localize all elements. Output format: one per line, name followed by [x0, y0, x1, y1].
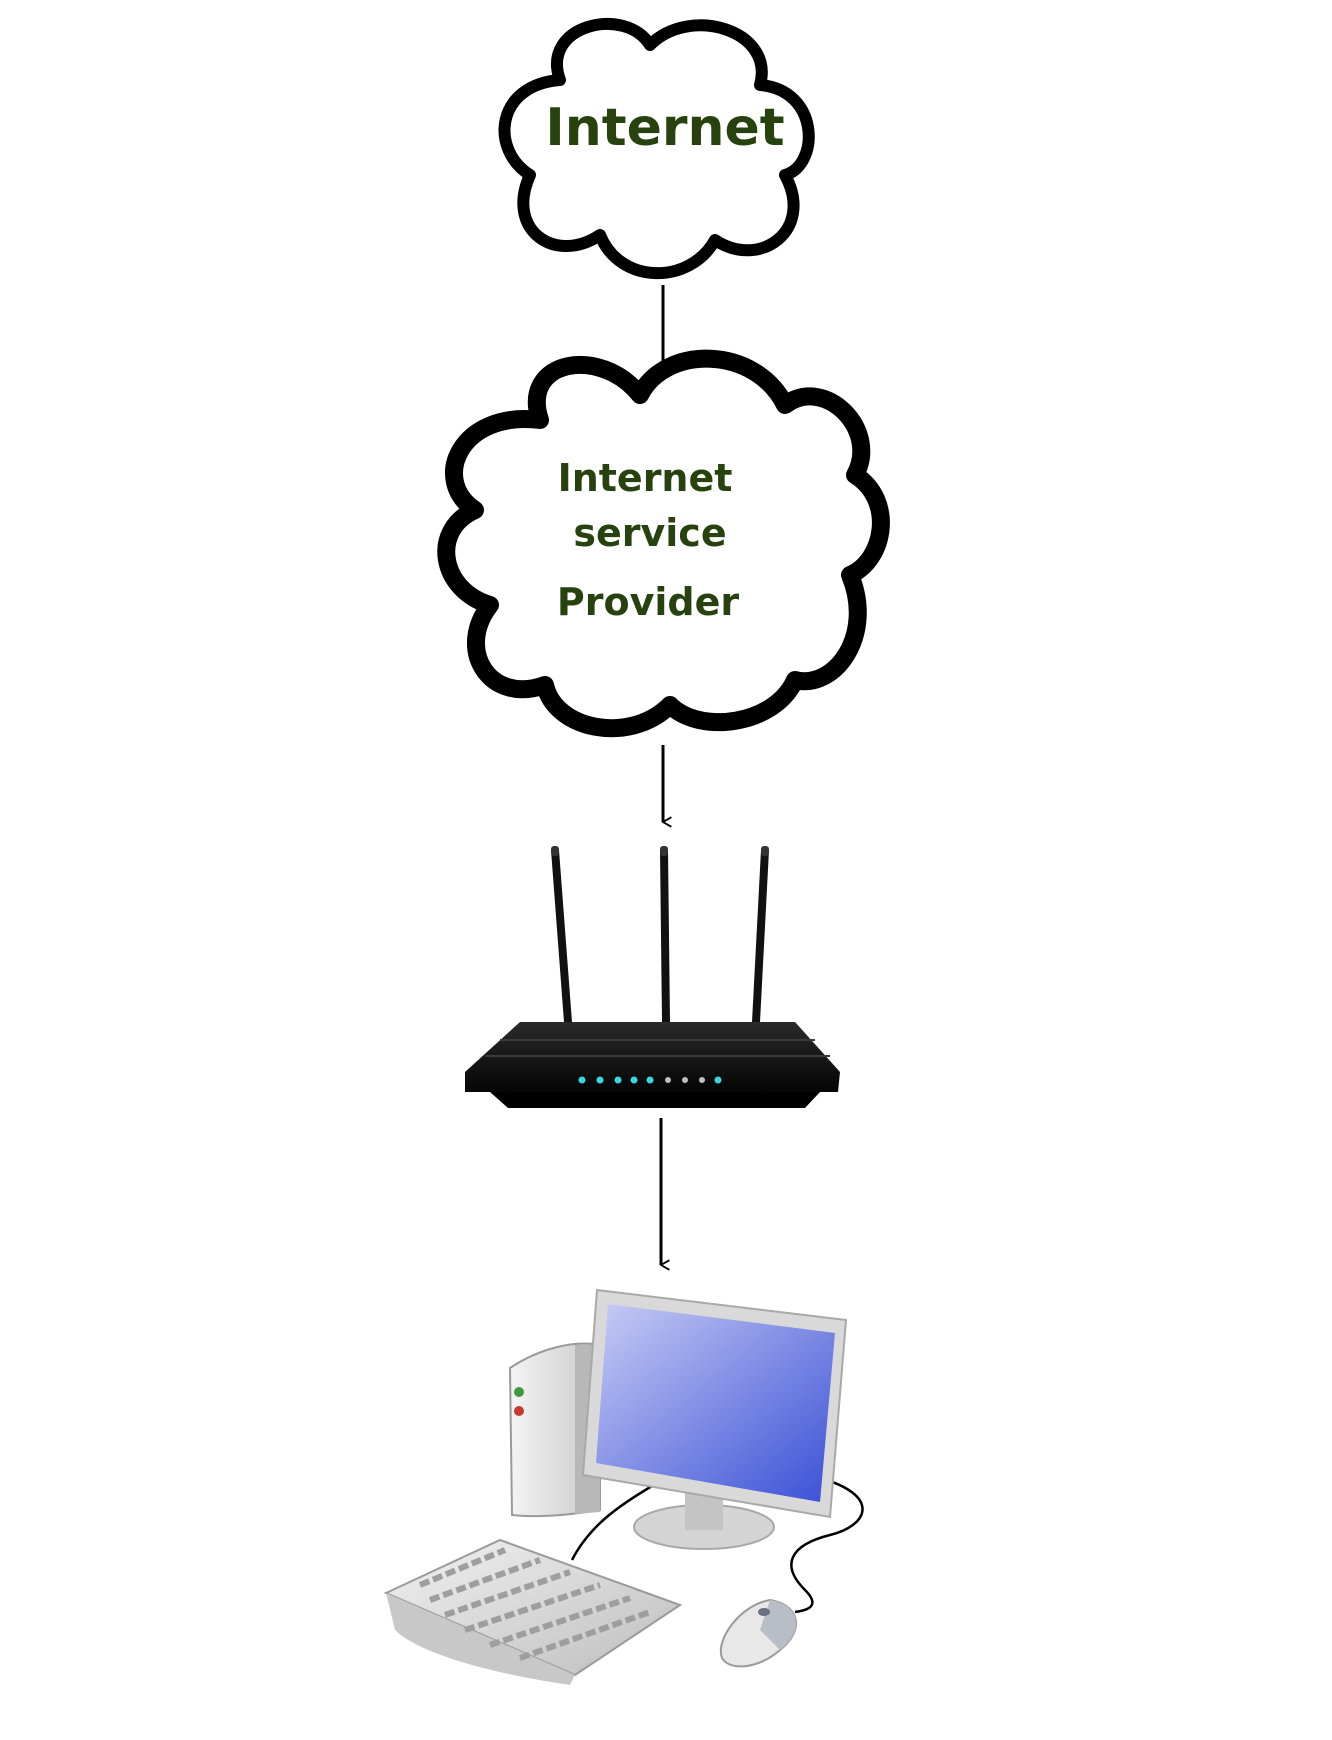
tower-green-led	[514, 1387, 524, 1397]
desktop-computer-icon	[383, 1288, 864, 1685]
tower-red-led	[514, 1406, 524, 1416]
isp-label-line-1: Internet	[558, 456, 733, 500]
isp-cloud-shape	[437, 349, 890, 738]
internet-node: Internet	[498, 17, 815, 280]
isp-node: Internet service Provider	[437, 349, 890, 738]
internet-cloud-shape	[498, 17, 815, 280]
isp-label-line-3: Provider	[557, 580, 739, 624]
isp-label-line-2: service	[573, 511, 726, 555]
monitor-screen	[596, 1304, 835, 1502]
wifi-router-icon	[465, 846, 840, 1108]
internet-label: Internet	[545, 98, 784, 158]
